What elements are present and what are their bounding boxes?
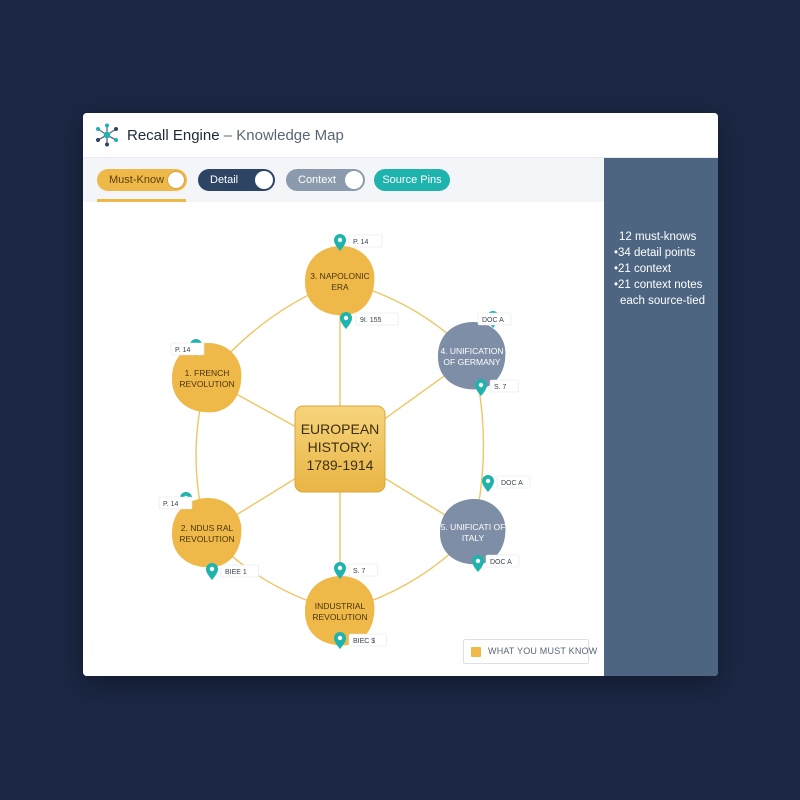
stat-source-tied: each source-tied — [620, 295, 706, 307]
svg-text:S. 7: S. 7 — [494, 384, 507, 391]
toggle-must-know[interactable]: Must-Know — [97, 169, 187, 191]
location-pin-icon[interactable] — [482, 475, 494, 492]
source-pin-label: P. 14 — [158, 496, 193, 510]
topic-node-label: OF GERMANY — [443, 357, 500, 367]
topic-node-label: REVOLUTION — [312, 612, 367, 622]
central-topic-label: HISTORY: — [308, 439, 373, 455]
central-topic-box — [294, 405, 386, 493]
topic-node-label: 1. FRENCH — [185, 368, 230, 378]
window-title: Recall Engine – Knowledge Map — [127, 127, 344, 144]
toggle-detail[interactable]: Detail — [198, 169, 275, 191]
source-pin-label: DOC A — [485, 554, 520, 568]
central-topic-label: EUROPEAN — [301, 421, 380, 437]
source-pin-label: DOC A — [496, 475, 531, 489]
topic-node-label: REVOLUTION — [179, 534, 234, 544]
toggle-knob — [255, 171, 273, 189]
source-pin-label: S. 7 — [489, 379, 519, 393]
source-pins-label: Source Pins — [382, 174, 442, 186]
legend: WHAT YOU MUST KNOW — [463, 639, 597, 664]
app-window: Recall Engine – Knowledge Map Must-Know … — [83, 113, 718, 676]
svg-text:DOC A: DOC A — [482, 317, 504, 324]
knowledge-map[interactable]: EUROPEAN HISTORY: 1789-1914 3. NAPOLONICER… — [83, 202, 604, 676]
location-pin-icon[interactable] — [340, 312, 352, 329]
network-icon — [96, 123, 118, 147]
source-pin-label: P. 14 — [170, 342, 205, 356]
location-pin-icon[interactable] — [334, 632, 346, 649]
title-bar: Recall Engine – Knowledge Map — [83, 113, 718, 158]
topic-node-label: ITALY — [462, 533, 485, 543]
stats-list: 12 must-knows 34 detail points 21 contex… — [614, 229, 714, 309]
toggle-knob — [345, 171, 363, 189]
topic-node-shape — [304, 245, 375, 316]
source-pin-label: BIEC $ — [348, 633, 387, 647]
svg-text:S. 7: S. 7 — [353, 568, 366, 575]
topic-node-label: INDUSTRIAL — [315, 601, 366, 611]
view-name: Knowledge Map — [236, 127, 344, 144]
svg-text:P. 14: P. 14 — [175, 347, 191, 354]
location-pin-icon[interactable] — [472, 555, 484, 572]
legend-swatch-must-know — [471, 647, 481, 657]
source-pin-label: S. 7 — [348, 563, 378, 577]
svg-text:DOC A: DOC A — [501, 480, 523, 487]
source-pin-label: BIEE 1 — [220, 564, 259, 578]
svg-text:P. 14: P. 14 — [163, 501, 179, 508]
svg-text:DOC A: DOC A — [490, 559, 512, 566]
active-tab-indicator — [97, 199, 186, 202]
source-pin-label: 9I. 155 — [355, 312, 399, 326]
stat-must-knows: 12 must-knows — [619, 231, 697, 243]
toggle-detail-label: Detail — [210, 174, 239, 186]
toggle-must-know-label: Must-Know — [109, 174, 165, 186]
topic-node-label: 5. UNIFICATI OF — [441, 522, 506, 532]
app-name: Recall Engine — [127, 127, 220, 144]
stat-context: 21 context — [614, 261, 714, 277]
source-pins-button[interactable]: Source Pins — [374, 169, 450, 191]
location-pin-icon[interactable] — [206, 563, 218, 580]
layer-toolbar: Must-Know Detail Context Source Pins — [83, 158, 604, 202]
legend-label: WHAT YOU MUST KNOW — [488, 646, 598, 656]
central-topic-node[interactable]: EUROPEAN HISTORY: 1789-1914 — [294, 405, 386, 493]
source-pin-label: P. 14 — [348, 234, 383, 248]
title-separator: – — [223, 127, 233, 144]
central-topic-label: 1789-1914 — [307, 457, 374, 473]
stat-context-notes: 21 context notes — [614, 277, 714, 293]
svg-text:9I. 155: 9I. 155 — [360, 317, 382, 324]
topic-node-shape — [304, 575, 375, 646]
topic-node-shape — [171, 497, 242, 568]
topic-node-label: 3. NAPOLONIC — [310, 271, 370, 281]
topic-node-shape — [439, 498, 506, 565]
topic-node-shape — [171, 342, 242, 413]
toggle-context-label: Context — [298, 174, 336, 186]
location-pin-icon[interactable] — [334, 562, 346, 579]
stat-detail-points: 34 detail points — [614, 245, 714, 261]
topic-node-label: REVOLUTION — [179, 379, 234, 389]
topic-node-label: 4. UNIFICATION — [440, 346, 503, 356]
location-pin-icon[interactable] — [334, 234, 346, 251]
svg-text:BIEE 1: BIEE 1 — [225, 569, 247, 576]
topic-node-label: ERA — [331, 282, 349, 292]
toggle-knob — [167, 171, 185, 189]
source-pin-label: DOC A — [477, 312, 512, 326]
stats-sidebar: 12 must-knows 34 detail points 21 contex… — [604, 158, 718, 676]
location-pin-icon[interactable] — [475, 379, 487, 396]
topic-node-shape — [437, 321, 506, 390]
toggle-context[interactable]: Context — [286, 169, 365, 191]
topic-node-label: 2. NDUS RAL — [181, 523, 234, 533]
svg-text:BIEC $: BIEC $ — [353, 638, 375, 645]
svg-text:P. 14: P. 14 — [353, 239, 369, 246]
